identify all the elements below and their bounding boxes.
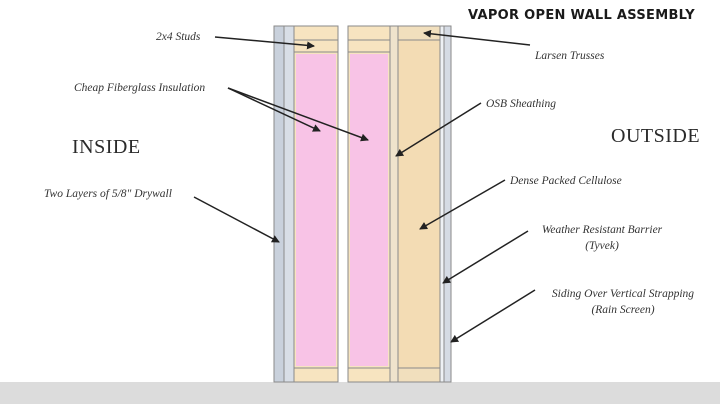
inner-stud-bottom-plate [293, 367, 339, 383]
arrow-insulation-outer [227, 87, 369, 142]
inner-fiberglass-insulation [296, 54, 336, 366]
outside-label: OUTSIDE [611, 125, 701, 147]
arrow-insulation-inner [227, 87, 321, 132]
label-dense-packed-cellulose: Dense Packed Cellulose [510, 175, 622, 187]
osb-sheathing [389, 25, 399, 383]
wrb-line-2: (Tyvek) [585, 240, 619, 252]
arrow-osb [395, 102, 482, 157]
inner-stud-top-plate [293, 39, 339, 53]
label-weather-resistant-barrier: Weather Resistant Barrier (Tyvek) [528, 222, 676, 254]
outer-fiberglass-insulation [350, 54, 388, 366]
arrow-trusses [423, 29, 531, 46]
outer-stud-bottom-plate [347, 367, 391, 383]
label-fiberglass-insulation: Cheap Fiberglass Insulation [74, 82, 206, 94]
larsen-truss-top-chord [397, 25, 441, 41]
arrow-studs [214, 36, 315, 50]
inside-label: INSIDE [72, 136, 141, 158]
label-larsen-trusses: Larsen Trusses [535, 50, 605, 62]
arrow-drywall [193, 196, 280, 243]
larsen-truss [397, 25, 441, 383]
label-osb-sheathing: OSB Sheathing [486, 98, 556, 110]
siding-rain-screen [443, 25, 452, 383]
label-drywall: Two Layers of 5/8" Drywall [44, 188, 172, 200]
siding-line-1: Siding Over Vertical Strapping [551, 288, 695, 300]
label-siding-rain-screen: Siding Over Vertical Strapping (Rain Scr… [537, 286, 709, 318]
drywall-layer-1 [273, 25, 285, 383]
arrow-siding [450, 289, 536, 343]
arrow-cellulose [419, 179, 506, 230]
ground-slab [0, 382, 720, 404]
wrb-line-1: Weather Resistant Barrier [541, 224, 663, 236]
diagram-title: VAPOR OPEN WALL ASSEMBLY [468, 8, 695, 23]
outer-stud-top-plate [347, 39, 391, 53]
larsen-truss-bottom-chord [397, 367, 441, 383]
drywall-layer-2 [283, 25, 295, 383]
siding-line-2: (Rain Screen) [591, 304, 655, 316]
label-2x4-studs: 2x4 Studs [156, 31, 201, 43]
arrow-wrb [442, 230, 529, 284]
weather-resistant-barrier [439, 25, 445, 383]
